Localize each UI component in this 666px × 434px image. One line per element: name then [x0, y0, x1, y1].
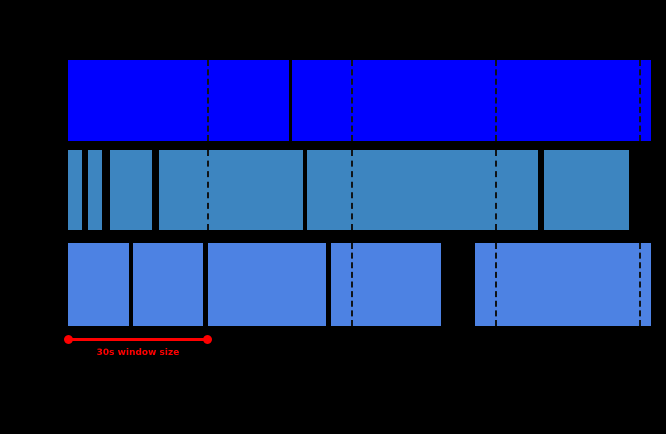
bar-segment[interactable] [133, 243, 203, 326]
bar-segment[interactable] [331, 243, 441, 326]
window-boundary-line [495, 243, 497, 326]
bar-track-1 [0, 60, 666, 141]
bar-segment[interactable] [159, 150, 303, 230]
marker-end-dot [203, 335, 212, 344]
bar-track-2 [0, 150, 666, 230]
bar-track-3 [0, 243, 666, 326]
window-boundary-line [351, 243, 353, 326]
marker-start-dot [64, 335, 73, 344]
window-size-marker [64, 335, 212, 344]
bar-segment[interactable] [88, 150, 102, 230]
bar-segment[interactable] [475, 243, 651, 326]
window-boundary-line [207, 60, 209, 141]
bar-segment[interactable] [307, 150, 538, 230]
window-boundary-line [351, 60, 353, 141]
window-boundary-line [495, 60, 497, 141]
window-boundary-line [639, 243, 641, 326]
window-boundary-line [351, 150, 353, 230]
window-size-label: 30s window size [96, 348, 180, 358]
bar-segment[interactable] [68, 150, 82, 230]
bar-segment[interactable] [208, 243, 326, 326]
bar-segment[interactable] [68, 60, 289, 141]
window-boundary-line [495, 150, 497, 230]
bar-segment[interactable] [292, 60, 651, 141]
window-boundary-line [207, 150, 209, 230]
bar-segment[interactable] [68, 243, 129, 326]
window-boundary-line [639, 60, 641, 141]
bar-segment[interactable] [110, 150, 152, 230]
bar-segment[interactable] [544, 150, 629, 230]
